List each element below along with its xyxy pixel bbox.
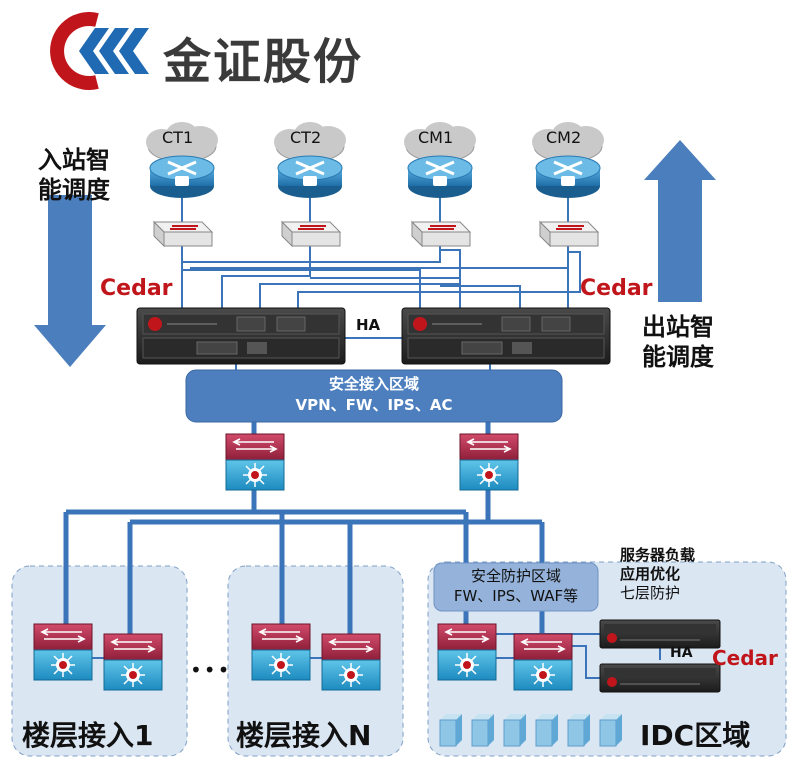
server-disk-icon — [535, 713, 559, 747]
router-icon — [534, 154, 602, 200]
floor-n-zone — [227, 565, 404, 757]
hub-switch-icon — [153, 221, 213, 247]
ha-label-main: HA — [356, 316, 381, 334]
idc-cedar-device-icon — [599, 663, 721, 693]
floorn-switch-icon — [321, 633, 381, 691]
floor-1-zone — [11, 565, 188, 757]
floor1-switch-icon — [33, 623, 93, 681]
carrier-label-cm1: CM1 — [418, 128, 454, 147]
hub-switch-icon — [281, 221, 341, 247]
router-icon — [148, 154, 216, 200]
secure-protect-zone-label: 安全防护区域 FW、IPS、WAF等 — [434, 566, 598, 606]
secure-access-zone-title: 安全接入区域 — [328, 375, 419, 393]
carrier-label-ct2: CT2 — [290, 128, 322, 147]
inbound-scheduling-label: 入站智 能调度 — [38, 146, 110, 204]
server-disk-icon — [503, 713, 527, 747]
idc-cedar-device-icon — [599, 619, 721, 649]
carrier-label-cm2: CM2 — [546, 128, 582, 147]
cedar-device-left — [136, 307, 346, 365]
server-disk-icon — [439, 713, 463, 747]
outbound-scheduling-label: 出站智 能调度 — [642, 313, 714, 371]
floor-1-label: 楼层接入1 — [22, 719, 154, 752]
secure-protect-zone-box — [433, 562, 599, 612]
idc-zone-label: IDC区域 — [640, 719, 751, 752]
hub-switch-icon — [411, 221, 471, 247]
core-switch-left-icon — [225, 433, 285, 491]
secure-access-zone-box — [185, 369, 563, 423]
idc-feature-load-balance: 服务器负载 — [620, 546, 696, 564]
server-disk-icon — [599, 713, 623, 747]
floor1-switch-icon — [103, 633, 163, 691]
floorn-switch-icon — [251, 623, 311, 681]
core-switch-right-icon — [459, 433, 519, 491]
idc-switch-icon — [437, 623, 497, 681]
cedar-label-right: Cedar — [580, 276, 653, 301]
outbound-arrow-icon — [644, 140, 716, 302]
server-disk-icon — [471, 713, 495, 747]
lan-backbone — [63, 420, 545, 634]
cedar-label-left: Cedar — [100, 276, 173, 301]
secure-access-zone-features: VPN、FW、IPS、AC — [295, 396, 453, 414]
idc-feature-l7-protection: 七层防护 — [620, 584, 681, 602]
inbound-arrow-icon — [34, 195, 106, 367]
secure-protect-zone-title: 安全防护区域 — [470, 567, 561, 585]
idc-features-list: 服务器负载 应用优化 七层防护 — [620, 546, 695, 603]
secure-protect-zone-features: FW、IPS、WAF等 — [453, 587, 579, 605]
floor-n-label: 楼层接入N — [236, 719, 372, 752]
carrier-label-ct1: CT1 — [162, 128, 194, 147]
cedar-label-idc: Cedar — [712, 646, 778, 670]
cedar-device-right — [401, 307, 611, 365]
logo-mark-icon — [50, 12, 149, 90]
idc-feature-optimization: 应用优化 — [620, 565, 681, 583]
server-disk-icon — [567, 713, 591, 747]
idc-switch-icon — [513, 633, 573, 691]
router-icon — [276, 154, 344, 200]
secure-access-zone-label: 安全接入区域 VPN、FW、IPS、AC — [186, 374, 562, 416]
hub-switch-icon — [539, 221, 599, 247]
ha-label-idc: HA — [670, 645, 693, 661]
more-floors-ellipsis: ••• — [190, 658, 232, 682]
router-icon — [406, 154, 474, 200]
wan-links — [181, 198, 581, 372]
company-logo: 金证股份 — [45, 12, 445, 90]
company-name: 金证股份 — [163, 34, 364, 90]
